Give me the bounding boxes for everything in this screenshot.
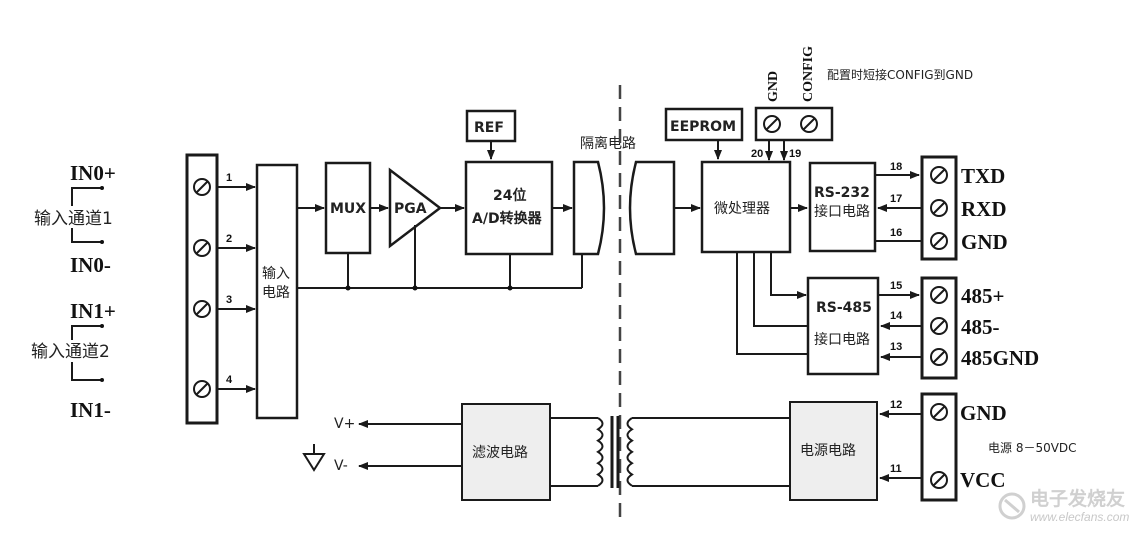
rs232-label-1: RS-232 — [814, 185, 870, 201]
config-pin-config: 19 — [789, 148, 801, 160]
filter-box — [461, 403, 551, 501]
screw-icon — [930, 199, 948, 217]
screw-icon — [930, 348, 948, 366]
watermark-url: www.elecfans.com — [1030, 510, 1129, 524]
eeprom-box — [664, 107, 744, 142]
config-config-label: CONFIG — [801, 46, 816, 102]
in1-minus-label: IN1- — [70, 398, 111, 422]
transformer-icon — [550, 416, 790, 488]
input-circuit-label-2: 电路 — [262, 285, 290, 301]
ref-label: REF — [474, 120, 504, 136]
channel1-bracket — [71, 186, 104, 244]
rs232-pin-1: 18 — [890, 161, 902, 173]
rs485-pin-1: 15 — [890, 280, 902, 292]
adc-box — [464, 160, 554, 256]
rs485-minus-label: 485- — [961, 315, 1000, 339]
vminus-label: V- — [334, 458, 348, 474]
input-circuit-label-1: 输入 — [262, 266, 290, 282]
in1-plus-label: IN1+ — [70, 299, 116, 323]
channel1-label: 输入通道1 — [34, 209, 113, 229]
rs232-label-2: 接口电路 — [814, 203, 870, 220]
config-note: 配置时短接CONFIG到GND — [827, 67, 973, 82]
ref-box — [465, 109, 517, 143]
screw-icon — [930, 471, 948, 489]
mux-label: MUX — [330, 201, 366, 217]
input-terminal-block — [185, 153, 219, 425]
rs485-label-2: 接口电路 — [814, 331, 870, 348]
input-pin-3: 3 — [226, 294, 232, 306]
wire-mcu-485-a — [770, 252, 807, 299]
power-box — [789, 401, 878, 501]
adc-label-1: 24位 — [493, 187, 526, 204]
rs485-terminal-block — [920, 276, 958, 380]
elecfans-logo-icon — [998, 492, 1026, 520]
in0-plus-label: IN0+ — [70, 161, 116, 185]
screw-icon — [193, 300, 211, 318]
rxd-label: RXD — [961, 197, 1007, 221]
screw-icon — [930, 166, 948, 184]
txd-label: TXD — [961, 164, 1005, 188]
power-terminal-block — [920, 392, 958, 502]
screw-icon — [930, 317, 948, 335]
rs485-box — [806, 276, 880, 376]
watermark-brand: 电子发烧友 — [1030, 487, 1125, 510]
input-pin-1: 1 — [226, 172, 232, 184]
screw-icon — [193, 178, 211, 196]
rs485-label-1: RS-485 — [816, 300, 872, 316]
rs232-gnd-label: GND — [961, 230, 1008, 254]
screw-icon — [930, 403, 948, 421]
mcu-label: 微处理器 — [714, 201, 770, 217]
power-pin-11: 11 — [890, 463, 902, 475]
isolation-right-half — [628, 160, 676, 256]
power-pin-12: 12 — [890, 399, 902, 411]
input-pin-2: 2 — [226, 233, 232, 245]
config-terminal-block — [754, 106, 834, 142]
rs232-pin-2: 17 — [890, 193, 902, 205]
adc-label-2: A/D转换器 — [472, 210, 543, 227]
rs232-box — [808, 161, 877, 253]
in0-minus-label: IN0- — [70, 253, 111, 277]
rs485-pin-3: 13 — [890, 341, 902, 353]
vplus-label: V+ — [334, 416, 355, 432]
config-pin-gnd: 20 — [751, 148, 763, 160]
watermark: 电子发烧友 www.elecfans.com — [998, 487, 1129, 524]
screw-icon — [930, 232, 948, 250]
eeprom-label: EEPROM — [670, 119, 736, 135]
power-label: 电源电路 — [800, 443, 856, 459]
rs485-gnd-label: 485GND — [961, 346, 1039, 370]
wire-mcu-485-b — [753, 252, 808, 327]
rs485-pin-2: 14 — [890, 310, 903, 322]
input-circuit-box — [255, 163, 299, 420]
screw-icon — [193, 239, 211, 257]
filter-label: 滤波电路 — [472, 445, 528, 461]
rs485-plus-label: 485+ — [961, 284, 1004, 308]
power-gnd-label: GND — [960, 401, 1007, 425]
channel2-label: 输入通道2 — [31, 342, 110, 362]
config-gnd-screw-icon — [763, 115, 781, 133]
wire-mcu-485-c — [736, 252, 808, 355]
config-config-screw-icon — [800, 115, 818, 133]
power-range-note: 电源 8－50VDC — [988, 441, 1077, 455]
mcu-box — [700, 160, 792, 254]
ground-symbol-icon — [302, 444, 326, 472]
rs232-pin-3: 16 — [890, 227, 902, 239]
screw-icon — [193, 380, 211, 398]
screw-icon — [930, 286, 948, 304]
channel2-bracket — [71, 324, 104, 382]
vcc-label: VCC — [960, 468, 1006, 492]
config-gnd-label: GND — [766, 71, 781, 102]
isolation-left-half — [572, 160, 606, 256]
isolation-label: 隔离电路 — [580, 135, 636, 152]
pga-label: PGA — [394, 201, 427, 217]
input-pin-4: 4 — [226, 374, 233, 386]
